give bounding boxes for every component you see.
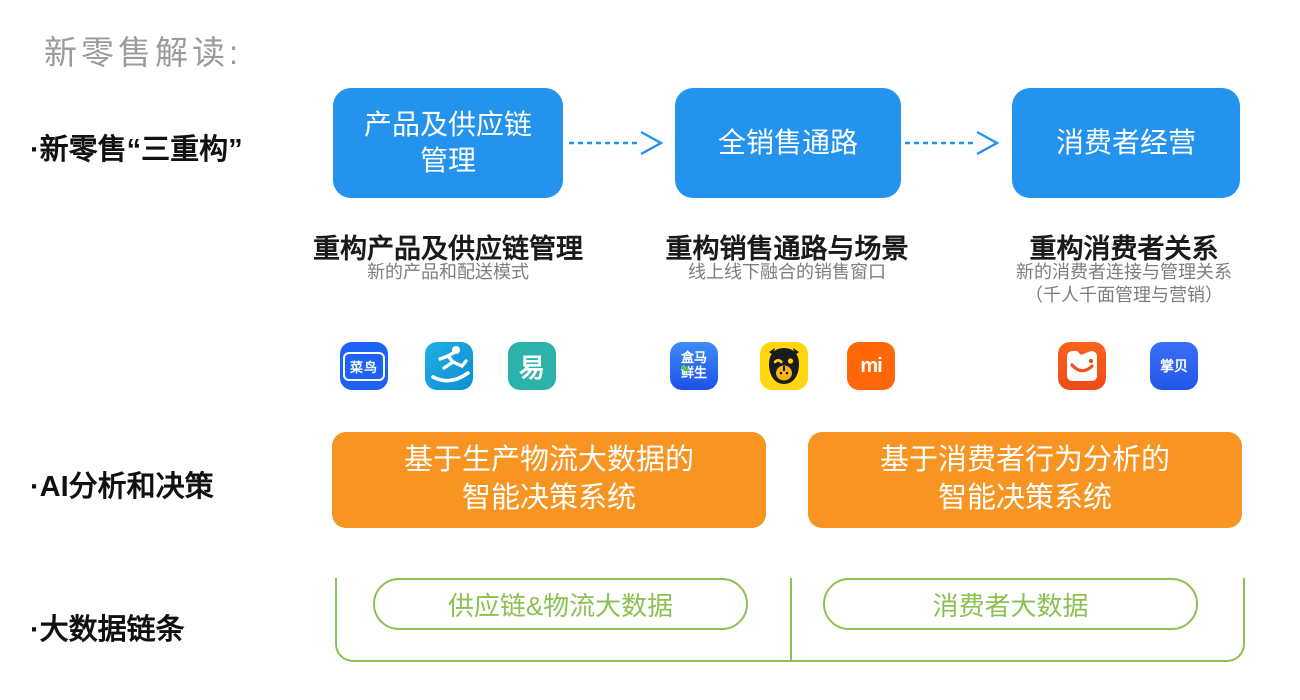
- subcaption: 线上线下融合的销售窗口: [688, 262, 886, 282]
- data-pill-consumer: 消费者大数据: [823, 578, 1198, 630]
- caption-reconstruct-supply-chain: 重构产品及供应链管理: [313, 234, 583, 264]
- dashed-arrow-icon: [905, 130, 1000, 156]
- flow-box-sales-channels: 全销售通路: [675, 88, 901, 198]
- cainiao-label: 菜鸟: [342, 351, 385, 381]
- data-pill-supply-logistics: 供应链&物流大数据: [373, 578, 748, 630]
- zhangbei-label: 掌贝: [1160, 358, 1188, 374]
- subcaption: （千人千面管理与营销）: [1025, 285, 1223, 305]
- row-label-three-reconstructions: ·新零售“三重构”: [30, 134, 243, 166]
- caption-reconstruct-consumer-relation: 重构消费者关系: [1029, 234, 1219, 264]
- cainiao-icon: 菜鸟: [340, 342, 388, 390]
- xiaomi-mi-label: mi: [860, 354, 882, 377]
- hema-label: 盒马 鲜生: [680, 350, 707, 380]
- page-title: 新零售解读:: [44, 34, 243, 71]
- xingbianli-gorilla-icon: [760, 342, 808, 390]
- data-chain-bracket-right: [790, 578, 1245, 662]
- flow-box-consumer-operation: 消费者经营: [1012, 88, 1240, 198]
- netease-yi-icon: 易: [508, 342, 556, 390]
- ai-box-consumer-behavior: 基于消费者行为分析的 智能决策系统: [808, 432, 1242, 528]
- data-chain-bracket-left: [335, 578, 790, 662]
- youzan-smile-pocket-icon: [1058, 342, 1106, 390]
- subcaption: 新的产品和配送模式: [367, 262, 529, 282]
- subcaption: 新的消费者连接与管理关系: [1016, 262, 1232, 282]
- ai-box-production-logistics: 基于生产物流大数据的 智能决策系统: [332, 432, 766, 528]
- hema-fresh-icon: 盒马 鲜生: [670, 342, 718, 390]
- row-label-ai-analysis: ·AI分析和决策: [30, 471, 214, 503]
- zhangbei-icon: 掌贝: [1150, 342, 1198, 390]
- row-label-big-data-chain: ·大数据链条: [30, 614, 185, 646]
- flow-box-product-supply-chain: 产品及供应链 管理: [333, 88, 563, 198]
- caption-reconstruct-sales-channel: 重构销售通路与场景: [665, 234, 909, 264]
- dashed-arrow-icon: [569, 130, 664, 156]
- dada-courier-icon: [425, 342, 473, 390]
- leaf-icon: [681, 366, 689, 371]
- xiaomi-mi-icon: mi: [847, 342, 895, 390]
- netease-yi-label: 易: [518, 352, 545, 383]
